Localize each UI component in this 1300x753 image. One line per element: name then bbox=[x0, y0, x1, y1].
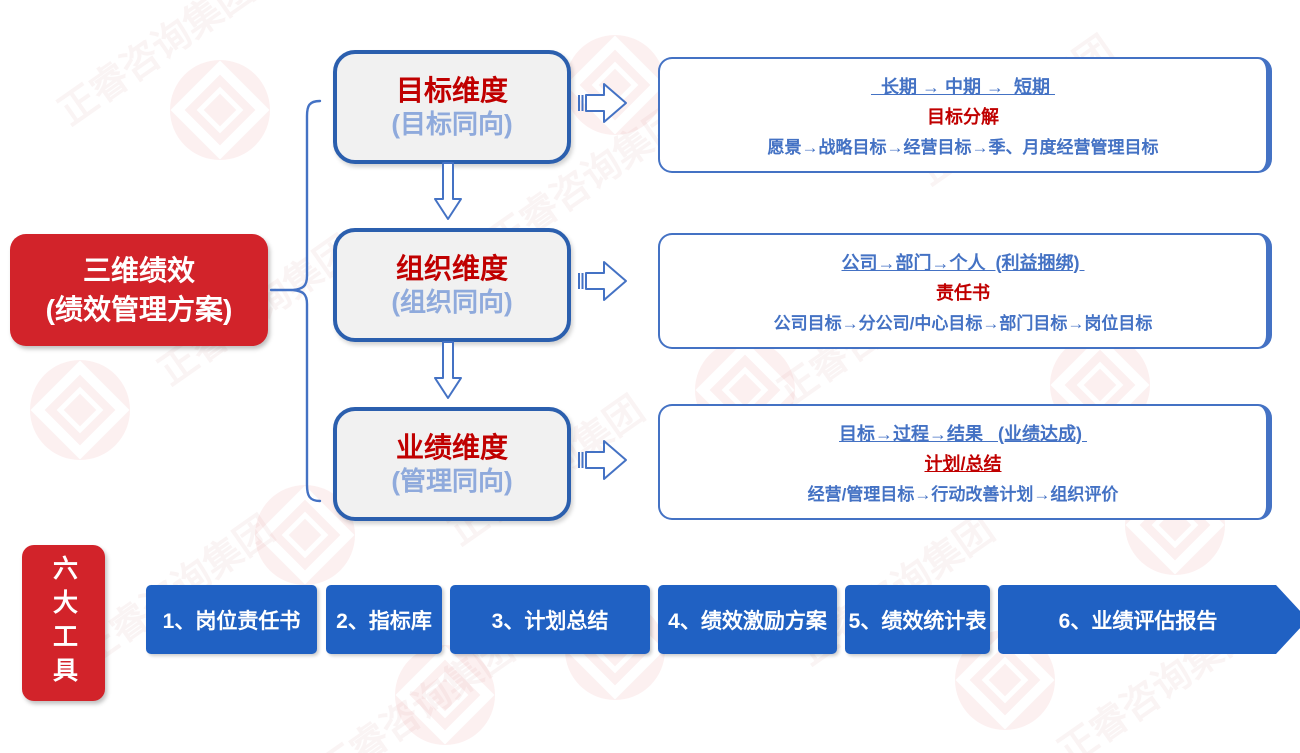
detail-line3: 经营/管理目标→行动改善计划→组织评价 bbox=[807, 484, 1119, 504]
detail-line1: 公司→部门→个人 (利益捆绑) bbox=[841, 252, 1085, 273]
tool-item-4: 4、绩效激励方案 bbox=[658, 585, 837, 654]
detail-line1: 目标→过程→结果 (业绩达成) bbox=[839, 423, 1087, 444]
tool-item-2: 2、指标库 bbox=[326, 585, 442, 654]
brace-connector bbox=[269, 99, 322, 503]
root-subtitle: (绩效管理方案) bbox=[45, 294, 233, 325]
detail-line2: 目标分解 bbox=[927, 106, 999, 127]
dimension-title: 目标维度 bbox=[395, 75, 508, 107]
detail-line3: 愿景→战略目标→经营目标→季、月度经营管理目标 bbox=[767, 137, 1159, 157]
root-title: 三维绩效 bbox=[82, 254, 195, 286]
right-arrow-icon bbox=[578, 83, 627, 123]
watermark-text: 正睿咨询集团 bbox=[51, 0, 263, 134]
company-logo-watermark-icon bbox=[165, 55, 275, 170]
tool-item-5: 5、绩效统计表 bbox=[845, 585, 990, 654]
dimension-title: 组织维度 bbox=[395, 253, 508, 285]
detail-line2: 责任书 bbox=[936, 282, 990, 303]
down-arrow-icon bbox=[434, 341, 462, 399]
dimension-subtitle: (目标同向) bbox=[391, 109, 513, 140]
detail-box-organization: 公司→部门→个人 (利益捆绑) 责任书 公司目标→分公司/中心目标→部门目标→岗… bbox=[658, 233, 1272, 349]
tool-item-1: 1、岗位责任书 bbox=[146, 585, 317, 654]
root-node-three-dimension-performance: 三维绩效 (绩效管理方案) bbox=[10, 234, 268, 346]
dimension-box-organization: 组织维度 (组织同向) bbox=[333, 228, 571, 342]
dimension-box-performance: 业绩维度 (管理同向) bbox=[333, 407, 571, 521]
detail-box-performance: 目标→过程→结果 (业绩达成) 计划/总结 经营/管理目标→行动改善计划→组织评… bbox=[658, 404, 1272, 520]
dimension-subtitle: (组织同向) bbox=[391, 287, 513, 318]
right-arrow-icon bbox=[578, 440, 627, 480]
dimension-title: 业绩维度 bbox=[395, 432, 508, 464]
detail-line2: 计划/总结 bbox=[924, 453, 1002, 474]
company-logo-watermark-icon bbox=[390, 640, 500, 753]
six-tools-text: 六大工具 bbox=[49, 555, 78, 691]
tool-item-6: 6、业绩评估报告 bbox=[998, 585, 1300, 654]
dimension-subtitle: (管理同向) bbox=[391, 466, 513, 497]
right-arrow-icon bbox=[578, 261, 627, 301]
dimension-box-goal: 目标维度 (目标同向) bbox=[333, 50, 571, 164]
detail-line3: 公司目标→分公司/中心目标→部门目标→岗位目标 bbox=[773, 313, 1153, 333]
tool-item-3: 3、计划总结 bbox=[450, 585, 650, 654]
six-tools-label: 六大工具 bbox=[22, 545, 105, 701]
detail-line1: 长期 → 中期 → 短期 bbox=[870, 76, 1055, 97]
down-arrow-icon bbox=[434, 162, 462, 220]
detail-box-goal: 长期 → 中期 → 短期 目标分解 愿景→战略目标→经营目标→季、月度经营管理目… bbox=[658, 57, 1272, 173]
company-logo-watermark-icon bbox=[25, 355, 135, 470]
